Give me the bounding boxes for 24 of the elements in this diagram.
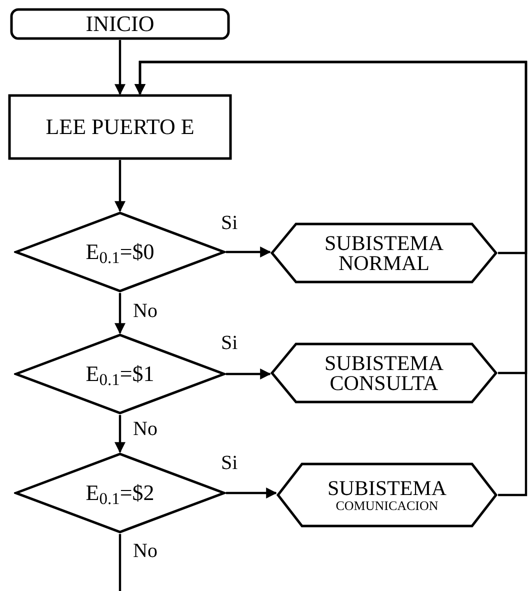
arrow: [114, 293, 126, 334]
node-text: E$_{0.1}$=$1: [86, 362, 154, 386]
node-text: LEE PUERTO E: [46, 115, 194, 139]
arrow: [114, 40, 126, 96]
node-text: SUBISTEMA: [324, 353, 444, 373]
node-text: INICIO: [86, 12, 154, 36]
arrow: [226, 368, 272, 380]
node-text: SUBISTEMA: [327, 478, 447, 498]
node-text: COMUNICACION: [336, 498, 438, 512]
subsystem-hexagon: [276, 462, 498, 528]
node-text: SUBISTEMA: [324, 233, 444, 253]
node-text: NORMAL: [338, 253, 430, 273]
arrow: [226, 246, 272, 258]
arrow: [226, 488, 278, 498]
arrow: [114, 160, 126, 212]
node-text: E$_{0.1}$=$0: [86, 240, 154, 264]
process-box: [8, 94, 232, 160]
arrow: [114, 415, 126, 454]
subsystem-hexagon: [270, 342, 498, 404]
node-text: E$_{0.1}$=$2: [86, 481, 154, 505]
start-terminal: [10, 8, 230, 40]
node-text: CONSULTA: [330, 373, 438, 393]
subsystem-hexagon: [270, 222, 498, 284]
arrow: [134, 60, 528, 496]
